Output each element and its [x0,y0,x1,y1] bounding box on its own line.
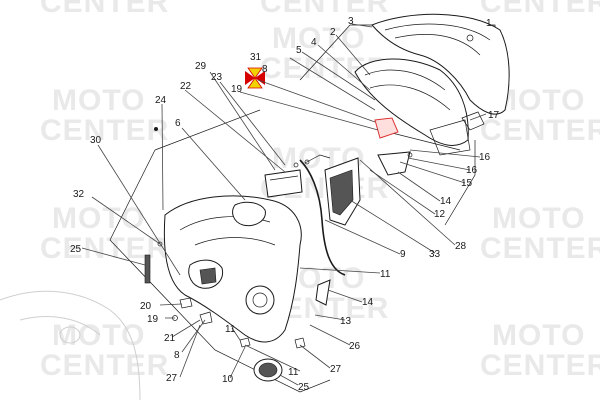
part-label: 4 [311,37,317,48]
part-label: 12 [434,209,446,220]
watermark-text: MOTO [52,202,145,235]
part-small-fasteners [154,127,310,349]
part-label: 8 [174,350,180,361]
watermark-text: CENTER [40,0,169,19]
part-flap-14 [315,279,331,306]
part-label: 17 [488,110,500,121]
watermark-text: CENTER [40,349,169,382]
part-label: 15 [461,178,473,189]
part-label: 5 [296,45,302,56]
part-label: 8 [262,64,268,75]
watermark-text: CENTER [480,232,600,265]
part-fastener-cluster [374,117,461,176]
watermark-text: CENTER [480,349,600,382]
part-label: 11 [380,269,391,280]
part-labels: 1 3 2 4 5 31 8 19 29 22 23 24 6 30 32 25… [70,16,500,393]
part-label: 25 [298,382,310,393]
part-label: 22 [180,81,192,92]
part-label: 1 [486,18,492,29]
part-round-cap [253,358,283,382]
part-label: 2 [330,27,336,38]
part-label: 30 [90,135,102,146]
part-label: 16 [466,165,478,176]
part-label: 21 [164,333,176,344]
part-inner-shield [163,195,302,343]
part-label: 19 [147,314,159,325]
part-panel-29 [264,169,303,198]
part-bracket-17 [461,111,485,131]
part-label: 24 [155,95,167,106]
highlight-marker [245,67,265,89]
part-label: 11 [225,324,236,335]
part-label: 31 [250,52,262,63]
part-trim-strip [144,254,151,284]
watermark-text: MOTO [52,319,145,352]
part-label: 27 [330,364,342,375]
part-label: 13 [340,316,352,327]
watermark-text: MOTO [52,84,145,117]
part-label: 26 [349,341,361,352]
part-label: 10 [222,374,234,385]
watermark-text: CENTER [480,0,600,19]
part-label: 11 [288,367,299,378]
part-label: 6 [175,118,181,129]
watermark-text: CENTER [40,114,169,147]
part-label: 25 [70,244,82,255]
part-label: 14 [440,196,452,207]
watermark-text: MOTO [492,202,585,235]
background-fairing-outline [0,290,141,400]
part-label: 28 [455,241,467,252]
part-label: 33 [429,249,441,260]
part-label: 14 [362,297,374,308]
part-duct-33 [324,157,361,226]
part-label: 16 [479,152,491,163]
watermark-text: MOTO [492,319,585,352]
part-label: 19 [231,84,243,95]
leader-lines [81,23,487,386]
part-middle-cover [354,58,471,156]
watermark-text: MOTO [272,22,365,55]
part-label: 3 [348,16,354,27]
part-label: 23 [211,72,223,83]
part-upper-cover [371,13,510,115]
watermark-text: CENTER [480,114,600,147]
part-label: 20 [140,301,152,312]
part-label: 32 [73,189,85,200]
part-label: 9 [400,249,406,260]
watermark-text: CENTER [260,0,389,19]
part-label: 27 [166,373,178,384]
part-cable-9 [299,154,346,276]
part-label: 29 [195,61,207,72]
